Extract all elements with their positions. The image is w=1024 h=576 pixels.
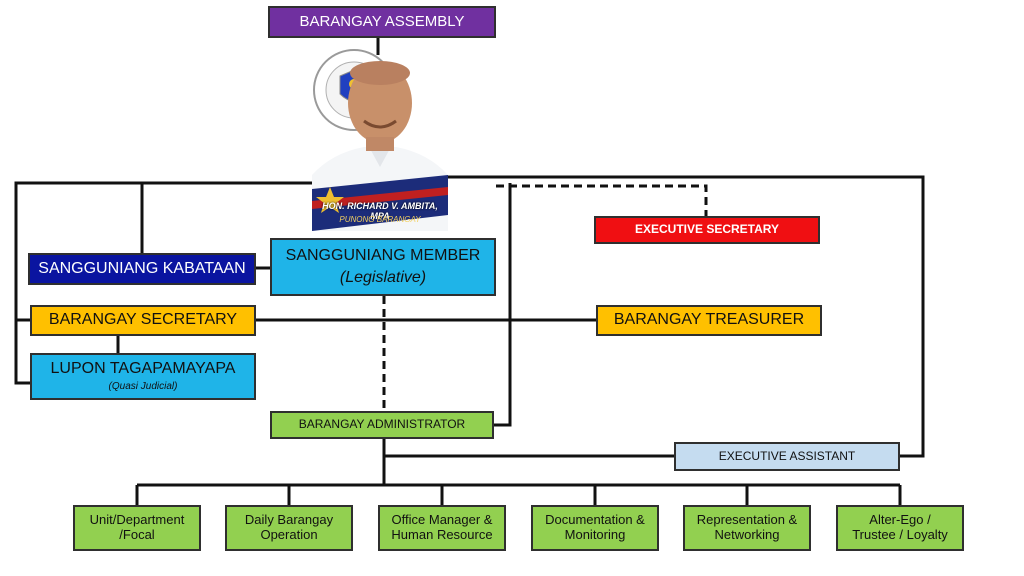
barangay-treasurer-box: BARANGAY TREASURER <box>596 305 822 336</box>
sangguniang-kabataan-box: SANGGUNIANG KABATAAN <box>28 253 256 285</box>
unit-box-representation: Representation & Networking <box>683 505 811 551</box>
line-captain-lupon <box>14 181 312 385</box>
unit-box-documentation: Documentation & Monitoring <box>531 505 659 551</box>
unit-line1: Documentation & <box>545 512 645 528</box>
executive-secretary-label: EXECUTIVE SECRETARY <box>634 222 780 237</box>
unit-box-unit-department: Unit/Department /Focal <box>73 505 201 551</box>
executive-assistant-label: EXECUTIVE ASSISTANT <box>718 448 856 463</box>
unit-box-alter-ego: Alter-Ego / Trustee / Loyalty <box>836 505 964 551</box>
barangay-assembly-label: BARANGAY ASSEMBLY <box>299 13 465 31</box>
unit-line1: Office Manager & <box>391 512 493 528</box>
unit-line2: Monitoring <box>564 527 626 542</box>
unit-line2: Networking <box>714 527 780 542</box>
unit-box-daily-operation: Daily Barangay Operation <box>225 505 353 551</box>
barangay-secretary-label: BARANGAY SECRETARY <box>48 311 238 329</box>
unit-line1: Unit/Department <box>89 512 185 528</box>
sangguniang-member-label: SANGGUNIANG MEMBER <box>285 246 481 264</box>
unit-line1: Representation & <box>696 512 798 528</box>
sangguniang-member-box: SANGGUNIANG MEMBER (Legislative) <box>270 238 496 296</box>
executive-assistant-box: EXECUTIVE ASSISTANT <box>674 442 900 471</box>
captain-name: HON. RICHARD V. AMBITA, MPA <box>322 201 438 221</box>
unit-line2: /Focal <box>119 527 155 542</box>
line-captain-administrator <box>494 183 512 427</box>
lupon-tagapamayapa-label: LUPON TAGAPAMAYAPA <box>50 360 236 378</box>
dashed-line-exec-secretary <box>496 184 708 216</box>
punong-barangay-photo: HON. RICHARD V. AMBITA, MPA PUNONG BARAN… <box>312 55 448 231</box>
captain-title: PUNONG BARANGAY <box>339 215 421 224</box>
unit-line1: Daily Barangay <box>244 512 334 528</box>
unit-line2: Operation <box>260 527 318 542</box>
lupon-tagapamayapa-box: LUPON TAGAPAMAYAPA (Quasi Judicial) <box>30 353 256 400</box>
unit-line2: Human Resource <box>391 527 493 542</box>
sangguniang-kabataan-label: SANGGUNIANG KABATAAN <box>38 259 246 277</box>
unit-line2: Trustee / Loyalty <box>852 527 948 542</box>
captain-portrait-icon <box>312 61 448 231</box>
line-captain-assistant <box>448 175 925 458</box>
barangay-treasurer-label: BARANGAY TREASURER <box>613 311 805 329</box>
lupon-tagapamayapa-subtitle: (Quasi Judicial) <box>108 381 178 393</box>
executive-secretary-box: EXECUTIVE SECRETARY <box>594 216 820 244</box>
barangay-administrator-box: BARANGAY ADMINISTRATOR <box>270 411 494 439</box>
unit-line1: Alter-Ego / <box>869 512 931 528</box>
barangay-assembly-box: BARANGAY ASSEMBLY <box>268 6 496 38</box>
barangay-secretary-box: BARANGAY SECRETARY <box>30 305 256 336</box>
sangguniang-member-subtitle: (Legislative) <box>339 269 427 286</box>
barangay-administrator-label: BARANGAY ADMINISTRATOR <box>298 417 466 432</box>
unit-box-office-manager: Office Manager & Human Resource <box>378 505 506 551</box>
